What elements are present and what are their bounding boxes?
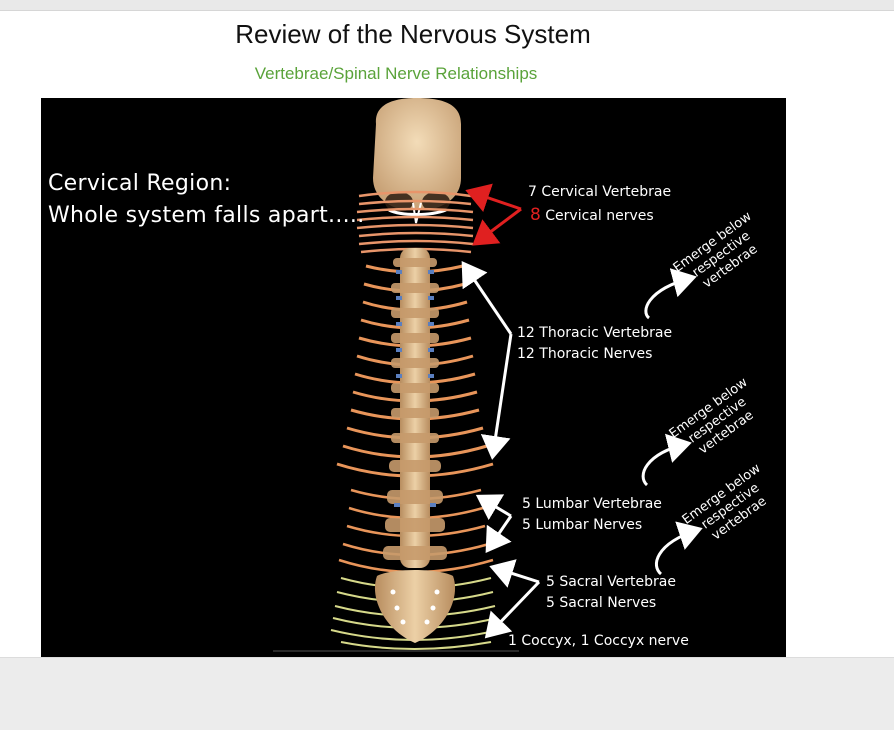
skull bbox=[373, 98, 461, 224]
top-toolbar-strip bbox=[0, 0, 894, 11]
lumbar-vertebrae-label: 5 Lumbar Vertebrae bbox=[522, 496, 662, 512]
thoracic-vertebrae-label: 12 Thoracic Vertebrae bbox=[517, 325, 673, 341]
cervical-nerves-count: 8 bbox=[530, 205, 541, 225]
lumbar-nerves-label: 5 Lumbar Nerves bbox=[522, 517, 643, 533]
spine-illustration: Cervical Region: Whole system falls apar… bbox=[41, 98, 786, 657]
cervical-vertebrae-label: 7 Cervical Vertebrae bbox=[528, 184, 672, 200]
vertebral-column bbox=[374, 248, 456, 643]
cervical-nerves bbox=[356, 190, 474, 254]
cervical-nerves-text: Cervical nerves bbox=[545, 208, 654, 224]
cervical-heading-line1: Cervical Region: bbox=[48, 171, 232, 196]
slide-subtitle: Vertebrae/Spinal Nerve Relationships bbox=[254, 64, 538, 83]
thoracic-nerves-label: 12 Thoracic Nerves bbox=[517, 346, 653, 362]
cervical-heading: Cervical Region: Whole system falls apar… bbox=[48, 168, 365, 232]
spine-drawing bbox=[273, 98, 703, 652]
slide-title: Review of the Nervous System bbox=[235, 19, 591, 49]
white-arrows bbox=[461, 261, 703, 639]
cervical-heading-line2: Whole system falls apart..... bbox=[48, 203, 365, 228]
sacral-nerves-label: 5 Sacral Nerves bbox=[546, 595, 657, 611]
slide: Review of the Nervous System Vertebrae/S… bbox=[0, 11, 894, 657]
bottom-panel bbox=[0, 657, 894, 730]
coccyx-label: 1 Coccyx, 1 Coccyx nerve bbox=[508, 633, 689, 649]
cervical-red-arrows bbox=[465, 183, 522, 246]
cervical-nerves-label: 8 Cervical nerves bbox=[530, 205, 654, 227]
sacral-vertebrae-label: 5 Sacral Vertebrae bbox=[546, 574, 676, 590]
